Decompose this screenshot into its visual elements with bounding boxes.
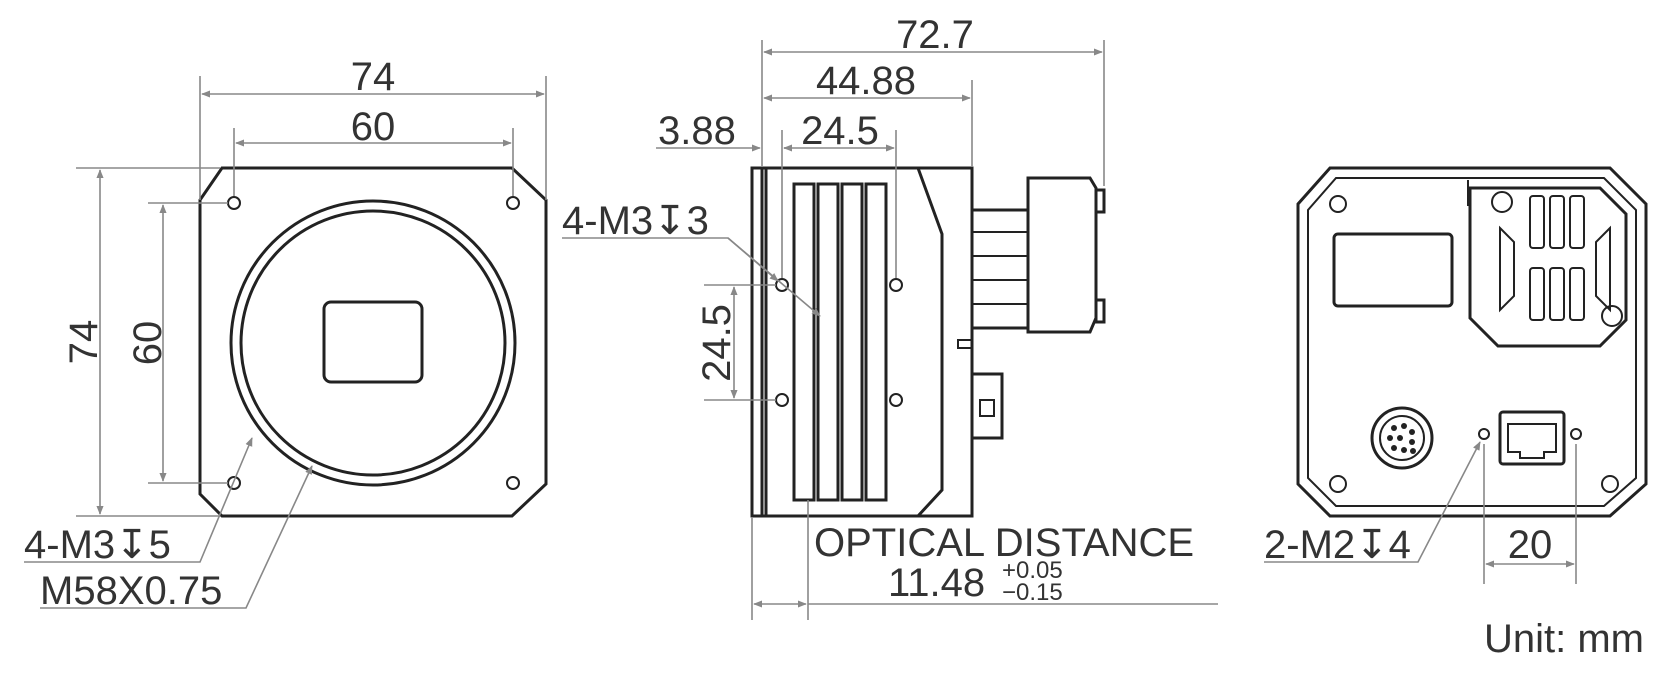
dim-front-height-60: 60: [126, 321, 170, 366]
lens-mount-outer: [229, 199, 517, 487]
front-view: 74 60 74 60 4-M3↧5 M58X0.75: [24, 55, 548, 613]
note-front-holes: 4-M3↧5: [24, 523, 171, 567]
dim-side-length-44-88: 44.88: [816, 59, 916, 103]
leader-mount: [40, 465, 313, 609]
front-hole-bl: [227, 476, 241, 490]
rear-hole-bl: [1329, 475, 1347, 493]
front-hole-tl: [227, 196, 241, 210]
rear-hole-tl: [1329, 195, 1347, 213]
dim-front-width-60: 60: [351, 105, 396, 149]
rear-body-outline: [1296, 166, 1648, 518]
dim-front-height-74: 74: [62, 320, 106, 365]
sensor-window: [322, 300, 424, 384]
side-front-flange: [750, 166, 768, 518]
front-hole-tr: [506, 196, 520, 210]
dim-side-length-72-7: 72.7: [896, 13, 974, 57]
rear-label-plate: [1332, 232, 1454, 308]
rear-vent-block: [1468, 186, 1628, 348]
label-optical-distance: OPTICAL DISTANCE: [814, 521, 1194, 565]
dim-side-pitch-h-24-5: 24.5: [801, 109, 879, 153]
rear-view: 2-M2↧4 20: [1264, 166, 1648, 584]
front-hole-br: [506, 476, 520, 490]
side-fin-4: [864, 182, 888, 502]
rear-hole-m2-right: [1570, 428, 1582, 440]
side-fin-2: [816, 182, 840, 502]
dim-front-width-74: 74: [351, 55, 396, 99]
side-fin-1: [792, 182, 816, 502]
side-io-connector: [970, 372, 1004, 440]
dim-rear-hole-spacing-20: 20: [1508, 523, 1553, 567]
rear-hole-m2-left: [1478, 428, 1490, 440]
side-rear-block: [918, 166, 974, 518]
note-mount-thread: M58X0.75: [40, 569, 222, 613]
tol-lower-optical-distance: −0.15: [1002, 579, 1063, 606]
lens-mount-inner: [239, 209, 507, 477]
side-hole-br: [889, 393, 903, 407]
note-rear-holes: 2-M2↧4: [1264, 523, 1411, 567]
note-side-holes: 4-M3↧3: [562, 199, 709, 243]
leader-rear-holes: [1264, 441, 1481, 563]
side-body-outline: [760, 166, 944, 518]
side-hole-bl: [775, 393, 789, 407]
side-connector-housing: [1026, 176, 1098, 334]
front-body-outline: [198, 166, 548, 518]
rear-ethernet-port: [1498, 410, 1566, 466]
unit-label: Unit: mm: [1484, 617, 1644, 661]
leader-front-holes: [24, 437, 253, 563]
rear-power-connector: [1370, 406, 1434, 470]
side-connector-base: [970, 208, 1030, 330]
dim-side-pitch-v-24-5: 24.5: [695, 304, 739, 382]
rear-hole-br: [1601, 475, 1619, 493]
dim-side-flange-3-88: 3.88: [658, 109, 736, 153]
value-optical-distance: 11.48: [888, 561, 985, 605]
side-fin-3: [840, 182, 864, 502]
side-hole-tr: [889, 278, 903, 292]
side-view: 72.7 44.88 3.88 24.5 24.5 4-M3↧3 OPTICAL…: [562, 13, 1218, 620]
tol-upper-optical-distance: +0.05: [1002, 557, 1063, 584]
